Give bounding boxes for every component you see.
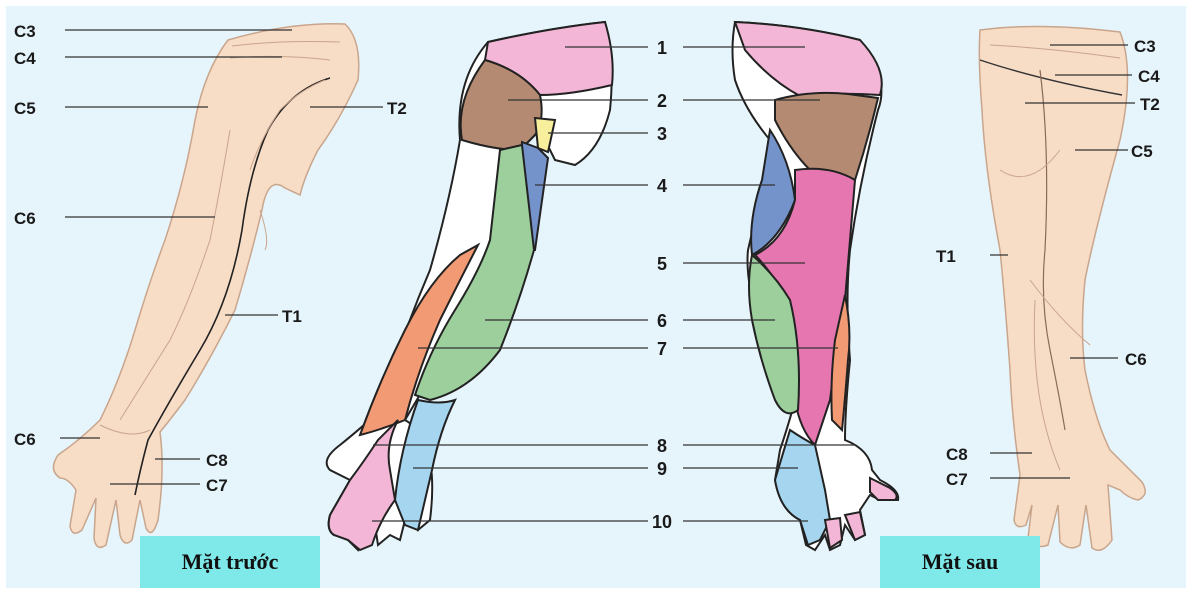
number-3: 3 <box>657 124 667 144</box>
number-5: 5 <box>657 254 667 274</box>
number-6: 6 <box>657 311 667 331</box>
back-label-c4: C4 <box>1138 67 1160 86</box>
front-label-c4: C4 <box>14 49 36 68</box>
front-label-c8: C8 <box>206 451 228 470</box>
number-10: 10 <box>652 512 672 532</box>
front-label-t1: T1 <box>282 307 302 326</box>
back-label-c8: C8 <box>946 445 968 464</box>
back-label-c7: C7 <box>946 470 968 489</box>
back-label-c6: C6 <box>1125 350 1147 369</box>
caption-back: Mặt sau <box>880 536 1040 588</box>
front-label-t2: T2 <box>387 99 407 118</box>
caption-front: Mặt trước <box>140 536 320 588</box>
front-label-c7: C7 <box>206 476 228 495</box>
back-label-c5: C5 <box>1131 142 1153 161</box>
back-label-t2: T2 <box>1140 95 1160 114</box>
number-1: 1 <box>657 38 667 58</box>
front-label-c5: C5 <box>14 99 36 118</box>
front-label-c6: C6 <box>14 209 36 228</box>
number-7: 7 <box>657 339 667 359</box>
number-4: 4 <box>657 176 667 196</box>
front-label-c6-hand: C6 <box>14 430 36 449</box>
number-9: 9 <box>657 459 667 479</box>
back-label-c3: C3 <box>1134 37 1156 56</box>
number-2: 2 <box>657 91 667 111</box>
number-8: 8 <box>657 436 667 456</box>
front-label-c3: C3 <box>14 22 36 41</box>
back-label-t1: T1 <box>936 247 956 266</box>
